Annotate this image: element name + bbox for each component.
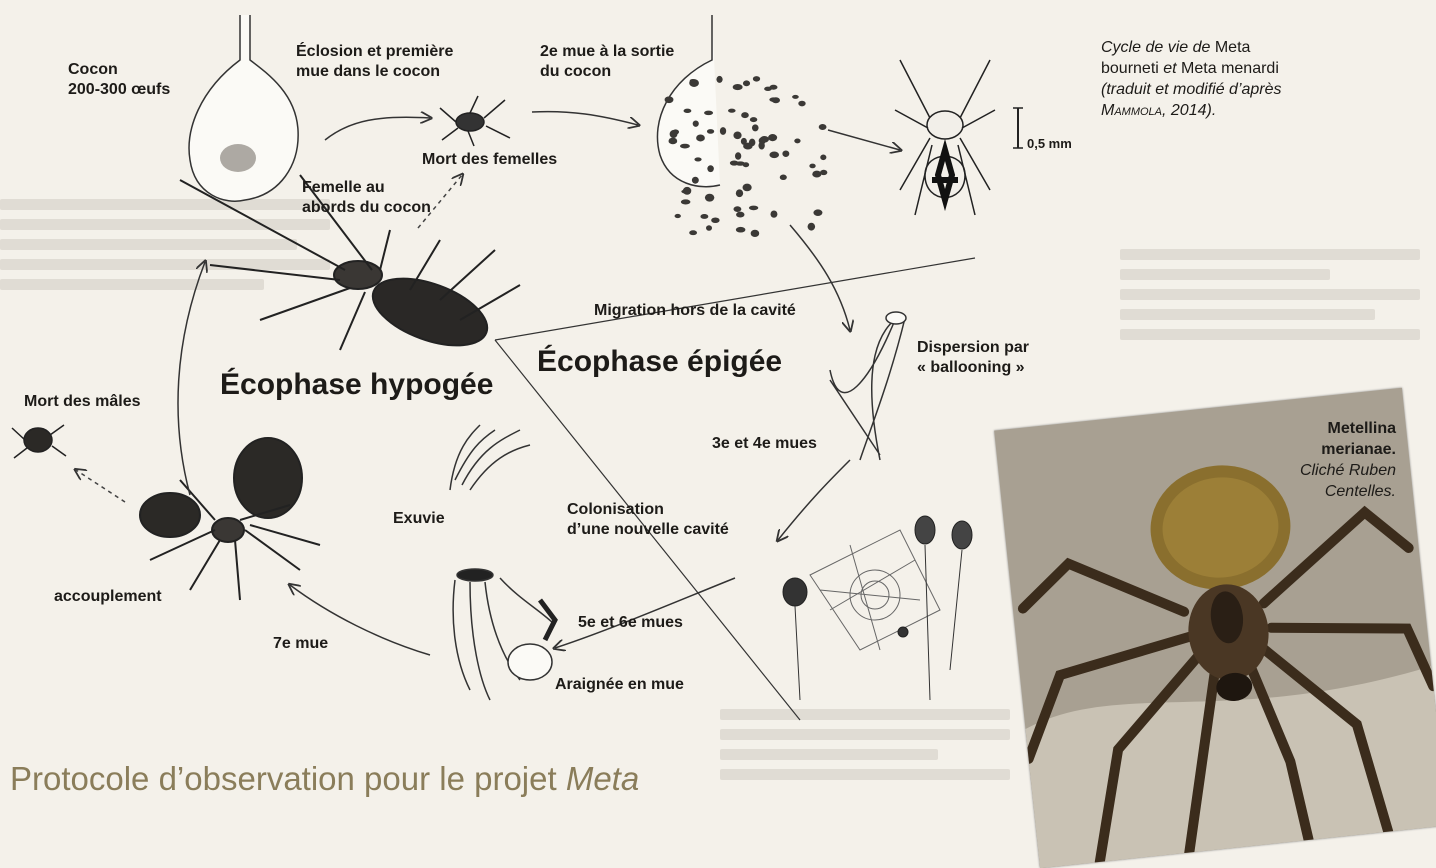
spiderling-dot [749,206,758,211]
spiderling-dot [693,120,699,126]
spiderling-dot [820,155,826,161]
spiderling-dot [812,171,821,178]
spiderling-dot [736,212,744,218]
spiderling-dot [753,76,760,81]
spiderling-dot [734,206,742,212]
label-mating: accouplement [54,587,162,607]
label-male-death: Mort des mâles [24,392,140,412]
label-dispersal: Dispersion par« ballooning » [917,338,1029,378]
spiderling-dot [689,230,697,235]
spiderling-dot [670,130,678,138]
spiderling-dot [735,161,745,165]
spiderling-dot [711,217,719,223]
spiderling-dot [820,170,827,175]
exuvia-drawing [450,425,555,700]
spiderling-dot [813,209,822,216]
label-female-death: Mort des femelles [422,150,557,170]
web-drawing [783,516,972,700]
spiderling-dot [696,134,705,141]
label-scale: 0,5 mm [1027,134,1072,154]
spiderling-dot [735,152,741,160]
spiderling-dot [768,134,777,141]
photo-caption: Metellina merianae. Cliché Ruben Centell… [1300,418,1396,502]
spiderling-dot [750,117,757,122]
spiderling-dot [733,84,743,90]
phase-epigee: Écophase épigée [537,345,782,379]
spiderling-dot [760,136,769,143]
spiderling-dot [808,223,816,231]
cocoon-spiderlings-drawing [657,15,827,237]
label-seventh-molt: 7e mue [273,634,328,654]
spiderling-dot [680,144,690,149]
spiderling-dot [705,194,714,202]
ballooning-drawing [830,312,906,460]
spiderling-dot [819,124,827,130]
spiderling-dot [733,132,741,140]
spiderling-dot [736,227,746,233]
hatchling-drawing [440,96,510,146]
spiderling-dot [769,97,778,102]
spiderling-dot [692,177,699,184]
spiderling-dot [681,199,691,204]
spiderling-dot [669,138,678,145]
spiderling-dot [741,112,749,118]
spiderling-dot [720,127,726,135]
spiderling-dot [794,139,800,144]
spiderling-dot [716,76,722,83]
cocoon-drawing [189,15,298,201]
male-death-spider-drawing [12,425,66,458]
spiderling-dot [704,111,713,116]
spiderling-dot [743,184,752,192]
spiderling-dot [684,109,692,113]
spiderling-dot [683,187,691,195]
spiderling-dot [792,95,799,99]
mating-drawing [140,438,320,600]
spiderling-dot [728,109,736,113]
spiderling-dot [764,87,772,91]
juvenile-spider-drawing [895,60,1023,215]
spiderling-dot [758,142,764,150]
spiderling-dot [770,210,777,217]
figure-caption: Cycle de vie de Meta bourneti et Meta me… [1101,37,1282,121]
spiderling-dot [751,230,760,237]
spiderling-dot [700,214,708,219]
spiderling-dot [798,101,805,107]
spiderling-dot [743,80,750,86]
spiderling-dot [706,225,712,230]
spiderling-dot [782,150,789,157]
spiderling-dot [780,175,787,180]
spiderling-dot [736,189,743,197]
spiderling-dot [694,157,701,161]
spiderling-dot [752,124,759,131]
label-exuvia: Exuvie [393,509,445,529]
spiderling-dot [769,151,779,158]
spiderling-dot [675,214,681,218]
protocol-heading: Protocole d’observation pour le projet M… [10,760,639,798]
label-fifth-sixth-molts: 5e et 6e mues [578,613,683,633]
spiderling-dot [809,164,815,169]
spiderling-dot [707,165,714,172]
label-molting-spider: Araignée en mue [555,675,684,695]
spiderling-dot [690,79,696,83]
spiderling-dot [707,129,714,134]
label-migration: Migration hors de la cavité [594,301,796,321]
spiderling-dot [665,96,674,103]
phase-hypogee: Écophase hypogée [220,368,493,402]
spiderling-dot [743,143,753,150]
label-third-fourth-molts: 3e et 4e mues [712,434,817,454]
